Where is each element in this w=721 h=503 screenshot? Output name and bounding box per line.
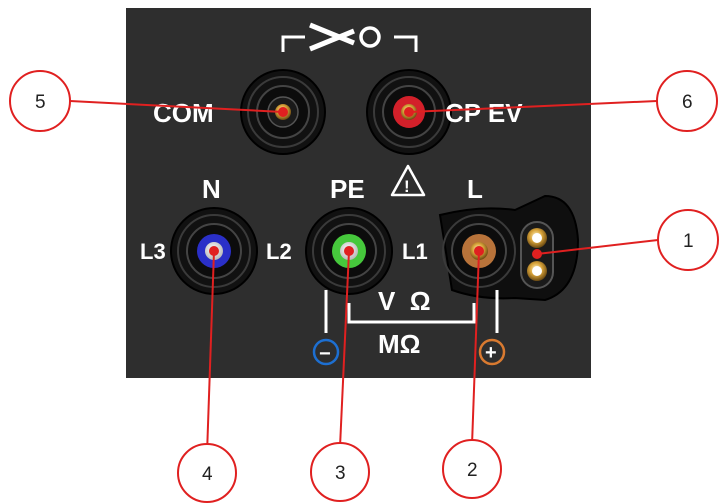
label-l2: L2 [266, 239, 292, 264]
callout-line-1 [536, 239, 659, 255]
clamp-bracket [281, 35, 418, 52]
panel-background [126, 8, 591, 378]
svg-text:3: 3 [335, 463, 346, 484]
label-mohm: MΩ [378, 329, 421, 359]
callout-2: 2 [442, 439, 502, 499]
callout-line-3 [339, 250, 350, 448]
measurement-bracket [324, 290, 499, 333]
callout-1: 1 [657, 209, 719, 271]
svg-text:2: 2 [467, 460, 478, 481]
minus-polarity-icon: − [312, 338, 340, 366]
label-l: L [467, 174, 483, 204]
warning-icon: ! [390, 164, 426, 197]
callout-4: 4 [177, 443, 237, 503]
callout-line-4 [206, 250, 215, 455]
label-v-ohm: V Ω [378, 286, 431, 316]
callout-line-6 [408, 100, 658, 113]
callout-line-2 [471, 250, 480, 446]
svg-text:−: − [319, 343, 331, 365]
callout-3: 3 [310, 442, 370, 502]
label-cp-ev: CP EV [445, 98, 523, 128]
label-pe: PE [330, 174, 365, 204]
svg-text:4: 4 [202, 464, 213, 485]
callout-6: 6 [656, 70, 718, 132]
label-l3: L3 [140, 239, 166, 264]
svg-text:6: 6 [682, 92, 693, 113]
label-com: COM [153, 98, 214, 128]
callout-5: 5 [9, 70, 71, 132]
svg-text:!: ! [404, 177, 410, 196]
svg-text:+: + [485, 342, 497, 364]
label-n: N [202, 174, 221, 204]
svg-text:5: 5 [35, 92, 46, 113]
label-l1: L1 [402, 239, 428, 264]
clamp-icon [309, 22, 381, 52]
svg-text:1: 1 [683, 231, 694, 252]
plus-polarity-icon: + [478, 338, 506, 366]
callout-line-5 [69, 100, 284, 113]
